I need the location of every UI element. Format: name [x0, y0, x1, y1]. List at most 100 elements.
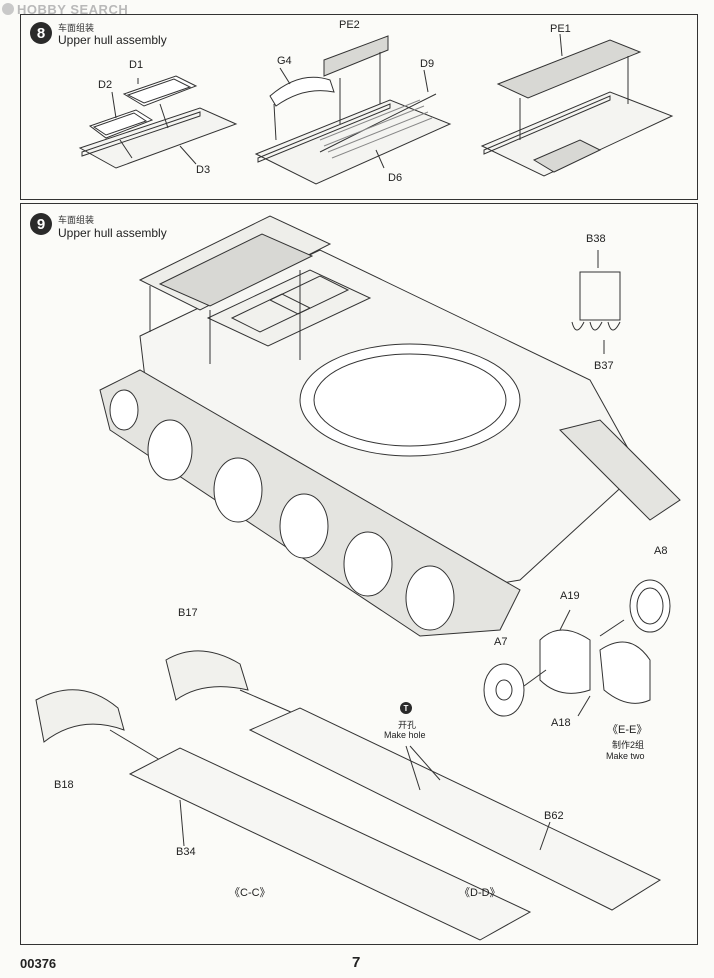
- step-9-panel: [20, 203, 698, 945]
- hatch-d2-inner: [92, 112, 148, 136]
- step-8-part-group-2: [254, 35, 452, 185]
- leader-d3: [179, 145, 197, 165]
- label-cc: 《C-C》: [229, 887, 271, 899]
- arrow-a8: [599, 619, 625, 637]
- leader-d6: [375, 149, 385, 169]
- hatch-d2: [88, 109, 154, 139]
- label-a8: A8: [654, 545, 668, 557]
- leader-pe1: [559, 33, 563, 57]
- label-make-hole-en: Make hole: [384, 730, 426, 740]
- watermark-logo: HOBBY SEARCH: [2, 2, 128, 17]
- label-a18: A18: [551, 717, 571, 729]
- leader-a19: [559, 609, 571, 631]
- part-a7-hub: [495, 679, 513, 701]
- mesh-pe1: [496, 39, 642, 99]
- bracket-b38: [579, 271, 621, 321]
- idler-wheel: [109, 389, 139, 431]
- engine-deck-hatches: [206, 269, 372, 347]
- label-d3: D3: [196, 164, 211, 176]
- step-9-title-cn: 车面组装: [58, 215, 95, 225]
- part-g4: [269, 76, 335, 107]
- bracket-b37: [571, 321, 621, 331]
- arrow-b18: [109, 729, 161, 761]
- leader-b34: [179, 799, 185, 847]
- label-d9: D9: [420, 58, 435, 70]
- label-a19: A19: [560, 590, 580, 602]
- rear-grille: [532, 139, 602, 173]
- hull-rear-deck: [480, 91, 674, 177]
- product-code: 00376: [20, 956, 57, 971]
- road-wheel-3: [279, 493, 329, 559]
- leader-d9: [423, 69, 429, 93]
- note-badge: T: [400, 702, 412, 714]
- label-g4: G4: [277, 55, 292, 67]
- label-b18: B18: [54, 779, 74, 791]
- road-wheel-1: [147, 419, 193, 481]
- part-b37-b38: [571, 250, 621, 354]
- step-8-title-en: Upper hull assembly: [58, 33, 167, 47]
- label-dd: 《D-D》: [459, 887, 501, 899]
- leader-b62: [539, 821, 551, 851]
- leader-a18: [577, 695, 591, 717]
- page-number: 7: [352, 954, 361, 971]
- step-8-badge: 8: [30, 22, 52, 44]
- arrow-a7: [523, 669, 547, 687]
- label-d6: D6: [388, 172, 403, 184]
- step-8-part-group-1: [78, 75, 238, 169]
- engine-deck-grille: [158, 233, 314, 307]
- logo-mark-icon: [2, 3, 14, 15]
- make-hole-arrow-2: [409, 745, 441, 781]
- road-wheel-2: [213, 457, 263, 523]
- part-b18: [35, 689, 125, 743]
- fender-b62: [248, 707, 662, 911]
- arrow-d2: [119, 139, 133, 159]
- step-9-title-en: Upper hull assembly: [58, 226, 167, 240]
- leader-g4: [279, 67, 291, 85]
- turret-ring-inner: [313, 353, 507, 447]
- label-d1: D1: [129, 59, 144, 71]
- arrow-b17: [239, 689, 301, 717]
- label-ee: 《E-E》: [607, 724, 648, 736]
- arrow-d1: [159, 103, 169, 129]
- hatch-d1: [122, 75, 198, 107]
- make-hole-arrow-1: [405, 745, 421, 791]
- arrow-g4: [273, 103, 277, 141]
- road-wheel-4: [343, 531, 393, 597]
- mesh-pe2: [323, 35, 389, 77]
- label-make-two-cn: 制作2组: [612, 740, 645, 750]
- track-assembly: [99, 369, 681, 637]
- hull-plate-d3: [78, 107, 238, 169]
- label-make-hole-cn: 开孔: [398, 720, 417, 730]
- fender-b34: [128, 747, 532, 941]
- part-a8: [629, 579, 671, 633]
- part-b17: [165, 650, 249, 701]
- step-9-badge: 9: [30, 213, 52, 235]
- leader-d2: [111, 91, 117, 119]
- track-right: [559, 419, 681, 521]
- part-a7: [483, 663, 525, 717]
- step-8-part-group-3: [480, 33, 674, 177]
- hatch-right: [268, 275, 350, 315]
- rod-d9: [319, 93, 437, 153]
- hatch-d1-inner: [126, 78, 192, 104]
- label-b17: B17: [178, 607, 198, 619]
- part-a19: [539, 629, 591, 694]
- turret-ring: [299, 343, 521, 457]
- watermark-text: HOBBY SEARCH: [17, 2, 129, 17]
- label-b34: B34: [176, 846, 196, 858]
- label-pe1: PE1: [550, 23, 571, 35]
- label-b38: B38: [586, 233, 606, 245]
- sprocket-parts: [483, 579, 671, 717]
- label-pe2: PE2: [339, 19, 360, 31]
- tank-hull: [138, 215, 641, 601]
- road-wheel-5: [405, 565, 455, 631]
- label-make-two-en: Make two: [606, 751, 645, 761]
- part-a18: [599, 641, 651, 704]
- label-d2: D2: [98, 79, 113, 91]
- hull-plate-d3-edge: [81, 111, 201, 157]
- label-b62: B62: [544, 810, 564, 822]
- step-8-panel: [20, 14, 698, 200]
